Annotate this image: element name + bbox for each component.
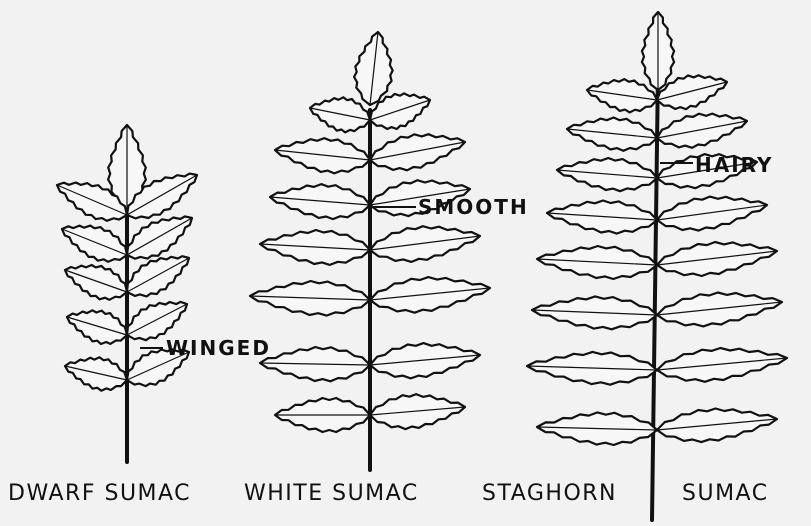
dwarf-leaflet-left: [67, 310, 127, 344]
staghorn-caption: STAGHORN: [482, 481, 617, 506]
white-leaflet-right: [370, 134, 465, 170]
dwarf-leaflet-right: [127, 302, 187, 340]
dwarf-leaflet-right: [127, 256, 189, 296]
dwarf-sumac-caption: DWARF SUMAC: [8, 481, 191, 506]
dwarf-leaflet-left: [65, 265, 127, 300]
staghorn-leaflet-right: [657, 114, 747, 148]
staghorn-leaflet-right: [657, 409, 777, 443]
staghorn-leaflet-left: [587, 79, 657, 112]
white-sumac-caption: WHITE SUMAC: [244, 481, 419, 506]
winged-label: WINGED: [166, 336, 271, 360]
white-leaflet-right: [370, 277, 490, 313]
staghorn-leaflet-left: [567, 118, 657, 151]
staghorn-sumac-caption: SUMAC: [682, 481, 769, 506]
staghorn-leaflet-right: [657, 75, 727, 109]
staghorn-leaflet-right: [657, 242, 777, 276]
dwarf-leaflet-left: [62, 226, 127, 262]
white-leaflet-right: [370, 226, 480, 262]
dwarf-leaflet-left: [65, 357, 127, 390]
staghorn-leaflet-right: [657, 348, 787, 382]
hairy-label: HAIRY: [695, 153, 773, 177]
white-leaflet-left: [310, 97, 370, 132]
staghorn-leaflet-right: [657, 293, 782, 327]
white-leaflet-right: [370, 343, 480, 378]
white-leaflet-left: [275, 138, 370, 173]
dwarf-leaflet-right: [127, 216, 192, 258]
staghorn-leaflet-right: [657, 197, 767, 231]
smooth-label: SMOOTH: [418, 195, 529, 219]
